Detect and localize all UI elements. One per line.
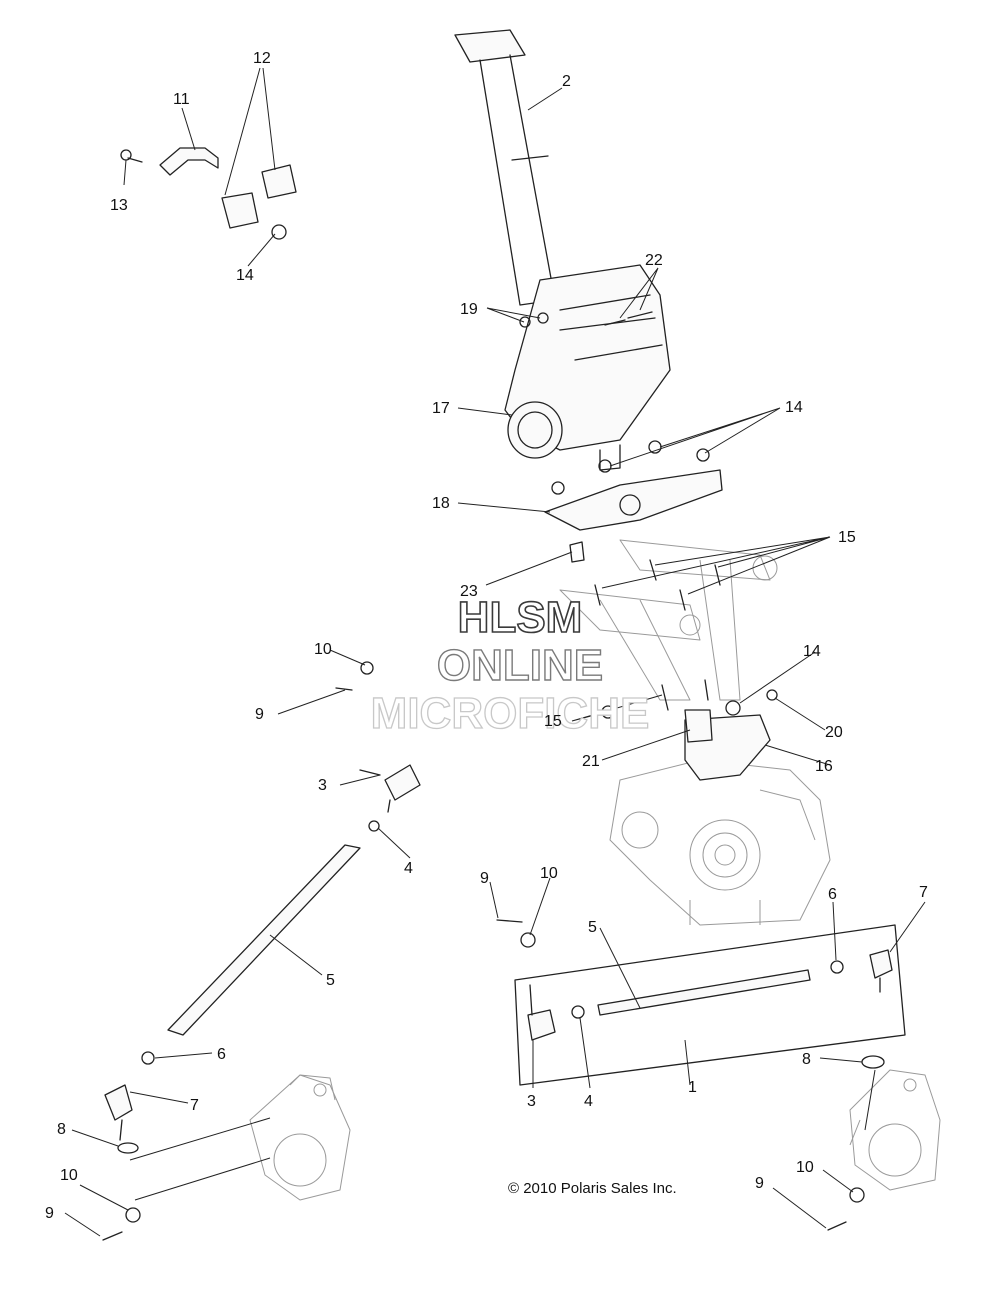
callout-21: 21 bbox=[582, 753, 600, 770]
callout-23: 23 bbox=[460, 583, 478, 600]
callout-22: 22 bbox=[645, 252, 663, 269]
bushing-pair bbox=[221, 164, 297, 229]
watermark-line3: MICROFICHE bbox=[371, 689, 650, 738]
callout-9-lower-right: 9 bbox=[755, 1175, 764, 1192]
steering-knuckle-right bbox=[849, 1069, 941, 1191]
tie-rod-end-kit bbox=[527, 984, 556, 1041]
callout-19: 19 bbox=[460, 301, 478, 318]
callout-13: 13 bbox=[110, 197, 128, 214]
callout-7-kit: 7 bbox=[919, 884, 928, 901]
callout-14-plate: 14 bbox=[785, 399, 803, 416]
callout-6-kit: 6 bbox=[828, 886, 837, 903]
callout-8-left: 8 bbox=[57, 1121, 66, 1138]
watermark-line1: HLSM bbox=[458, 593, 583, 642]
callout-14-top: 14 bbox=[236, 267, 254, 284]
callout-14-bracket: 14 bbox=[803, 643, 821, 660]
callout-5-left: 5 bbox=[326, 972, 335, 989]
mount-bracket bbox=[684, 709, 771, 781]
callout-3-upper: 3 bbox=[318, 777, 327, 794]
tie-rod-kit-outline bbox=[514, 924, 906, 1086]
callout-17: 17 bbox=[432, 400, 450, 417]
callout-10-kit: 10 bbox=[540, 865, 558, 882]
power-steering-unit bbox=[504, 264, 671, 471]
callout-9-upper: 9 bbox=[255, 706, 264, 723]
tie-rod-end-upper bbox=[359, 764, 421, 813]
hardware bbox=[102, 149, 885, 1241]
mounting-plate bbox=[544, 469, 723, 531]
callout-8-right: 8 bbox=[802, 1051, 811, 1068]
steering-knuckle-left bbox=[249, 1074, 351, 1201]
watermark-line2: ONLINE bbox=[437, 641, 603, 690]
callout-6-left: 6 bbox=[217, 1046, 226, 1063]
callout-10-upper: 10 bbox=[314, 641, 332, 658]
callout-2: 2 bbox=[562, 73, 571, 90]
callout-12: 12 bbox=[253, 50, 271, 67]
callout-labels: 2 12 11 13 14 22 19 17 14 18 15 23 10 9 … bbox=[45, 50, 928, 1222]
frame-crossmember bbox=[559, 539, 778, 701]
front-gearcase bbox=[609, 759, 831, 926]
callout-15-lower: 15 bbox=[544, 713, 562, 730]
callout-10-lower-left: 10 bbox=[60, 1167, 78, 1184]
tie-rod-end-outer-left bbox=[104, 1084, 133, 1141]
callout-15-upper: 15 bbox=[838, 529, 856, 546]
callout-5-kit: 5 bbox=[588, 919, 597, 936]
callout-4-upper: 4 bbox=[404, 860, 413, 877]
callout-16: 16 bbox=[815, 758, 833, 775]
callout-11: 11 bbox=[173, 91, 190, 108]
callout-4-kit: 4 bbox=[584, 1093, 593, 1110]
callout-20: 20 bbox=[825, 724, 843, 741]
leader-lines bbox=[64, 67, 926, 1237]
callout-9-kit: 9 bbox=[480, 870, 489, 887]
tie-rod-end-outer-right bbox=[869, 949, 893, 993]
copyright-notice: © 2010 Polaris Sales Inc. bbox=[508, 1180, 677, 1197]
clamp bbox=[159, 147, 219, 176]
callout-3-kit: 3 bbox=[527, 1093, 536, 1110]
tie-rod-left bbox=[167, 844, 361, 1036]
callout-18: 18 bbox=[432, 495, 450, 512]
callout-9-lower-left: 9 bbox=[45, 1205, 54, 1222]
callout-1: 1 bbox=[688, 1079, 697, 1096]
callout-7-left: 7 bbox=[190, 1097, 199, 1114]
callout-10-lower-right: 10 bbox=[796, 1159, 814, 1176]
tie-rod-kit bbox=[597, 969, 811, 1016]
watermark: HLSM ONLINE MICROFICHE bbox=[370, 592, 650, 738]
